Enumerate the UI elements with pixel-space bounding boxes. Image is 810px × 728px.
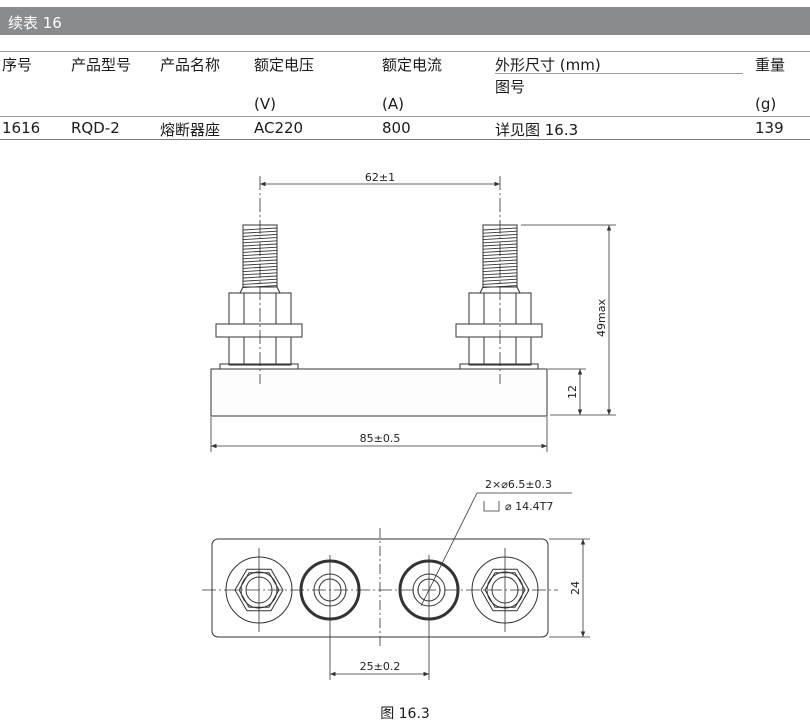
- thread-line: [242, 233, 278, 237]
- header-seq: 序号: [2, 56, 33, 74]
- thread-line: [242, 240, 278, 244]
- dim-spacing-label: 25±0.2: [360, 660, 401, 673]
- dim-hole-label: 2×⌀6.5±0.3: [485, 478, 552, 491]
- dimension-subheader-rule: [495, 73, 743, 74]
- cell-dimensions: 详见图 16.3: [495, 121, 579, 139]
- table-title-bar: 续表 16: [0, 7, 810, 35]
- dim-width-label: 24: [569, 581, 582, 595]
- header-voltage: 额定电压: [254, 56, 315, 74]
- cell-seq: 1616: [2, 119, 41, 137]
- thread-line: [242, 256, 278, 260]
- dim-counterbore-label: ⌀ 14.4T7: [505, 500, 553, 513]
- figure-caption: 图 16.3: [380, 706, 430, 722]
- dim-top-label: 62±1: [365, 171, 395, 184]
- thread-line: [482, 256, 518, 260]
- thread-line: [482, 233, 518, 237]
- header-current: 额定电流: [382, 56, 443, 74]
- thread-line: [482, 278, 518, 282]
- cell-voltage: AC220: [254, 119, 304, 137]
- front-right-stud: [455, 224, 543, 370]
- table-bottom-rule: [0, 139, 810, 140]
- dim-length-label: 85±0.5: [360, 432, 401, 445]
- header-name: 产品名称: [160, 56, 221, 74]
- thread-line: [482, 240, 518, 244]
- thread-line: [242, 278, 278, 282]
- cell-name: 熔断器座: [160, 121, 221, 139]
- header-voltage-unit: (V): [254, 95, 276, 113]
- table-top-rule: [0, 51, 810, 52]
- cell-weight: 139: [755, 119, 784, 137]
- header-model: 产品型号: [71, 56, 132, 74]
- dim-height-label: 49max: [595, 299, 608, 337]
- table-title: 续表 16: [8, 14, 62, 32]
- dim-base-label: 12: [566, 385, 579, 399]
- header-weight-unit: (g): [755, 95, 777, 113]
- table-header-rule: [0, 116, 810, 117]
- header-dimensions: 外形尺寸 (mm): [495, 56, 601, 74]
- front-base-block: [210, 368, 548, 417]
- header-figure-no: 图号: [495, 78, 526, 96]
- cell-current: 800: [382, 119, 411, 137]
- cell-model: RQD-2: [71, 119, 120, 137]
- header-weight: 重量: [755, 56, 786, 74]
- header-current-unit: (A): [382, 95, 404, 113]
- thread-line: [242, 281, 278, 285]
- thread-line: [482, 281, 518, 285]
- front-left-stud: [215, 224, 303, 370]
